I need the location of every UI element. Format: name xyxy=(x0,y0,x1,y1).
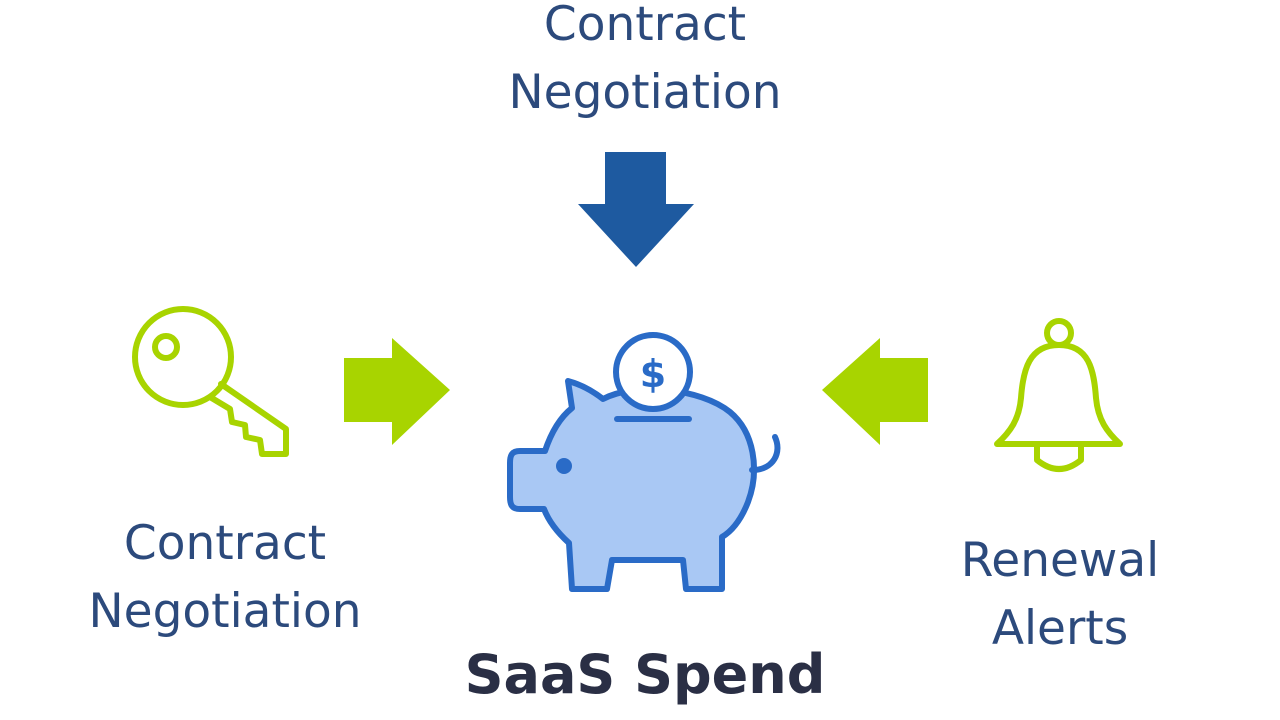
right-label-line2: Alerts xyxy=(991,601,1129,656)
right-label-line1: Renewal xyxy=(960,533,1160,588)
coin-dollar-symbol: $ xyxy=(640,352,666,396)
top-label-line2: Negotiation xyxy=(508,65,782,120)
top-label: Contract Negotiation xyxy=(440,0,850,127)
left-label-line1: Contract xyxy=(123,516,327,571)
key-icon xyxy=(132,306,289,457)
center-label: SaaS Spend xyxy=(464,643,826,706)
left-label: Contract Negotiation xyxy=(20,510,430,646)
left-label-line2: Negotiation xyxy=(88,584,362,639)
arrow-down-icon xyxy=(578,152,694,267)
bell-icon xyxy=(994,318,1123,472)
coin-icon: $ xyxy=(613,332,693,412)
top-label-line1: Contract xyxy=(543,0,747,52)
piggy-bank-icon xyxy=(507,378,781,592)
arrow-right-icon xyxy=(344,338,450,445)
arrow-left-icon xyxy=(822,338,928,445)
right-label: Renewal Alerts xyxy=(880,527,1240,663)
